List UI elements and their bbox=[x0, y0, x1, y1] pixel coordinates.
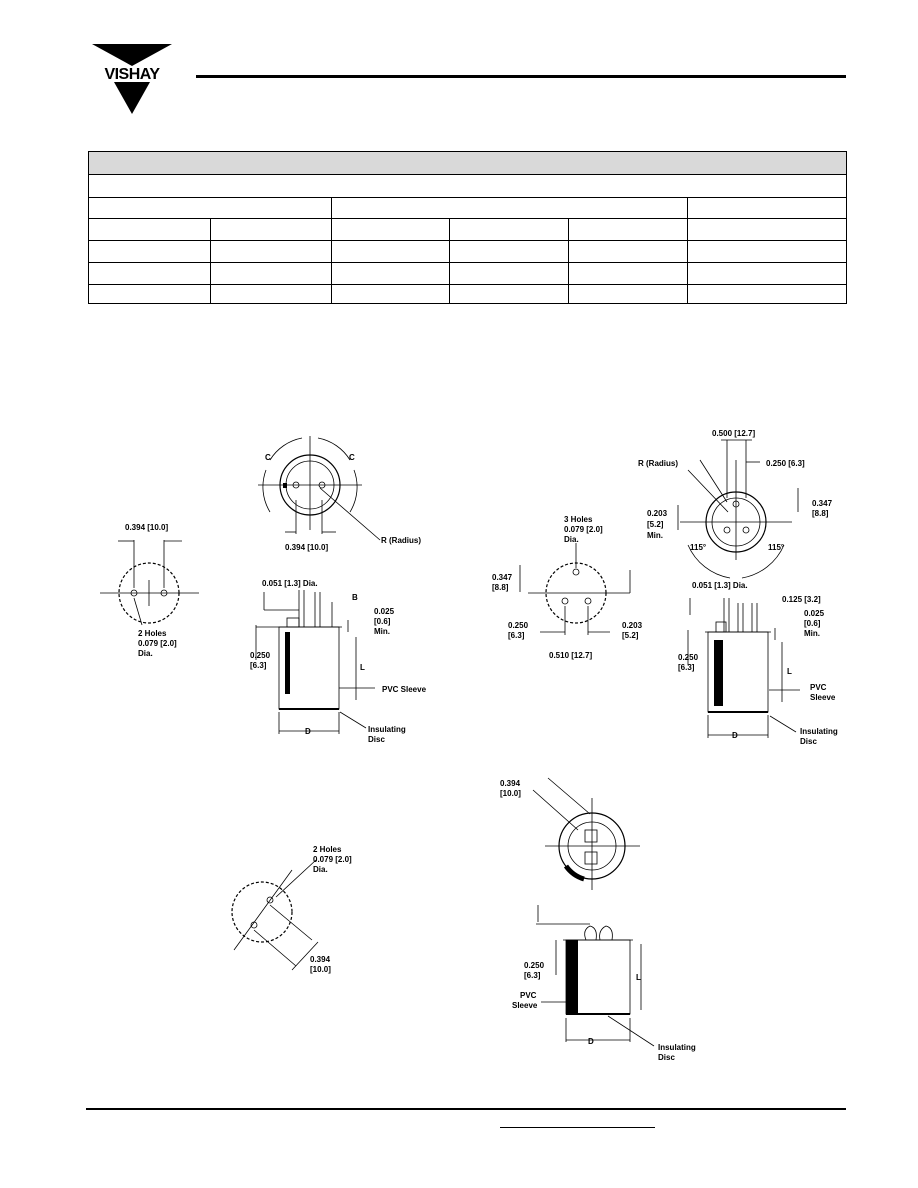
fig2-tv-right-2: [8.8] bbox=[812, 509, 829, 518]
fig2-tv-left-1: 0.203 bbox=[647, 509, 668, 518]
fig2-right-1: 0.203 bbox=[622, 621, 643, 630]
fig1-height-1: 0.250 bbox=[250, 651, 271, 660]
fig4-height-2: [6.3] bbox=[524, 971, 541, 980]
fig4-sleeve-2: Sleeve bbox=[512, 1001, 538, 1010]
figure4-side-view bbox=[536, 905, 655, 1047]
fig3-holes-2: 0.079 [2.0] bbox=[313, 855, 352, 864]
table-row bbox=[89, 263, 846, 285]
fig4-disc-1: Insulating bbox=[658, 1043, 696, 1052]
fig4-sleeve-1: PVC bbox=[520, 991, 537, 1000]
fig2-left-spacing-2: [6.3] bbox=[508, 631, 525, 640]
fig2-radius: R (Radius) bbox=[638, 459, 678, 468]
fig1-dim-c-right: C bbox=[349, 453, 355, 462]
fig2-left-1: 0.347 bbox=[492, 573, 513, 582]
header-rule bbox=[196, 75, 846, 78]
fig2-tv-left-2: [5.2] bbox=[647, 520, 664, 529]
fig2-pin-len-3: Min. bbox=[804, 629, 820, 638]
figure2-side-view bbox=[687, 598, 800, 738]
fig2-disc-1: Insulating bbox=[800, 727, 838, 736]
fig1-hole-spacing: 0.394 [10.0] bbox=[125, 523, 168, 532]
fig2-offset: 0.250 [6.3] bbox=[766, 459, 805, 468]
figure2-mounting-holes bbox=[519, 543, 631, 635]
figure1-mounting-holes bbox=[100, 540, 199, 626]
fig1-pin-dia: 0.051 [1.3] Dia. bbox=[262, 579, 318, 588]
fig1-pin-len-3: Min. bbox=[374, 627, 390, 636]
fig1-holes-3: Dia. bbox=[138, 649, 153, 658]
fig2-holes-2: 0.079 [2.0] bbox=[564, 525, 603, 534]
table-header-row bbox=[89, 219, 846, 241]
fig2-top-spacing: 0.500 [12.7] bbox=[712, 429, 755, 438]
fig4-dim-l: L bbox=[636, 973, 641, 982]
figure4-top-view bbox=[532, 777, 640, 890]
vishay-logo: VISHAY bbox=[86, 44, 178, 114]
fig2-bottom-spacing: 0.510 [12.7] bbox=[549, 651, 592, 660]
fig2-holes-3: Dia. bbox=[564, 535, 579, 544]
fig2-pin-dia: 0.051 [1.3] Dia. bbox=[692, 581, 748, 590]
table-title-row bbox=[89, 152, 846, 175]
table-subtitle-row bbox=[89, 175, 846, 198]
fig2-angle-right: 115° bbox=[768, 543, 784, 552]
fig1-holes-2: 0.079 [2.0] bbox=[138, 639, 177, 648]
footer-rule bbox=[86, 1108, 846, 1110]
fig3-spacing-1: 0.394 bbox=[310, 955, 331, 964]
table-col-divider bbox=[210, 219, 211, 304]
fig3-holes-3: Dia. bbox=[313, 865, 328, 874]
table-col-divider bbox=[331, 198, 332, 304]
table-col-divider bbox=[687, 198, 688, 304]
fig2-pin-len-2: [0.6] bbox=[804, 619, 821, 628]
footer-link-underline bbox=[500, 1127, 655, 1128]
spec-table bbox=[88, 151, 847, 304]
table-col-divider bbox=[449, 219, 450, 304]
fig1-pin-len-2: [0.6] bbox=[374, 617, 391, 626]
fig4-spacing-2: [10.0] bbox=[500, 789, 521, 798]
fig4-dim-d: D bbox=[588, 1037, 594, 1046]
logo-wordmark: VISHAY bbox=[104, 66, 160, 83]
fig2-right-2: [5.2] bbox=[622, 631, 639, 640]
fig1-pin-len-1: 0.025 bbox=[374, 607, 395, 616]
fig1-holes-1: 2 Holes bbox=[138, 629, 167, 638]
fig2-pin-space: 0.125 [3.2] bbox=[782, 595, 821, 604]
fig1-radius: R (Radius) bbox=[381, 536, 421, 545]
fig2-tv-left-3: Min. bbox=[647, 531, 663, 540]
table-group-row bbox=[89, 198, 846, 219]
figure3-mounting-holes bbox=[231, 859, 319, 971]
fig2-height-2: [6.3] bbox=[678, 663, 695, 672]
fig2-holes-1: 3 Holes bbox=[564, 515, 593, 524]
fig2-sleeve-1: PVC bbox=[810, 683, 827, 692]
fig3-spacing-2: [10.0] bbox=[310, 965, 331, 974]
figure1-top-view bbox=[258, 436, 381, 541]
fig1-top-spacing: 0.394 [10.0] bbox=[285, 543, 328, 552]
table-col-divider bbox=[568, 219, 569, 304]
fig2-height-1: 0.250 bbox=[678, 653, 699, 662]
fig1-sleeve: PVC Sleeve bbox=[382, 685, 427, 694]
figure1-side-view bbox=[255, 590, 375, 734]
fig1-dim-c-left: C bbox=[265, 453, 271, 462]
fig1-dim-d: D bbox=[305, 727, 311, 736]
fig1-dim-l: L bbox=[360, 663, 365, 672]
fig2-angle-left: 115° bbox=[690, 543, 706, 552]
fig2-tv-right-1: 0.347 bbox=[812, 499, 833, 508]
figure2-top-view bbox=[677, 439, 799, 579]
fig1-disc-2: Disc bbox=[368, 735, 385, 744]
fig2-disc-2: Disc bbox=[800, 737, 817, 746]
fig4-height-1: 0.250 bbox=[524, 961, 545, 970]
fig1-dim-b: B bbox=[352, 593, 358, 602]
fig4-disc-2: Disc bbox=[658, 1053, 675, 1062]
fig1-height-2: [6.3] bbox=[250, 661, 267, 670]
fig2-dim-d: D bbox=[732, 731, 738, 740]
fig2-pin-len-1: 0.025 bbox=[804, 609, 825, 618]
fig2-sleeve-2: Sleeve bbox=[810, 693, 836, 702]
table-row bbox=[89, 241, 846, 263]
fig2-dim-l: L bbox=[787, 667, 792, 676]
fig3-holes-1: 2 Holes bbox=[313, 845, 342, 854]
fig4-spacing-1: 0.394 bbox=[500, 779, 521, 788]
fig2-left-spacing-1: 0.250 bbox=[508, 621, 529, 630]
fig2-left-2: [8.8] bbox=[492, 583, 509, 592]
fig1-disc-1: Insulating bbox=[368, 725, 406, 734]
